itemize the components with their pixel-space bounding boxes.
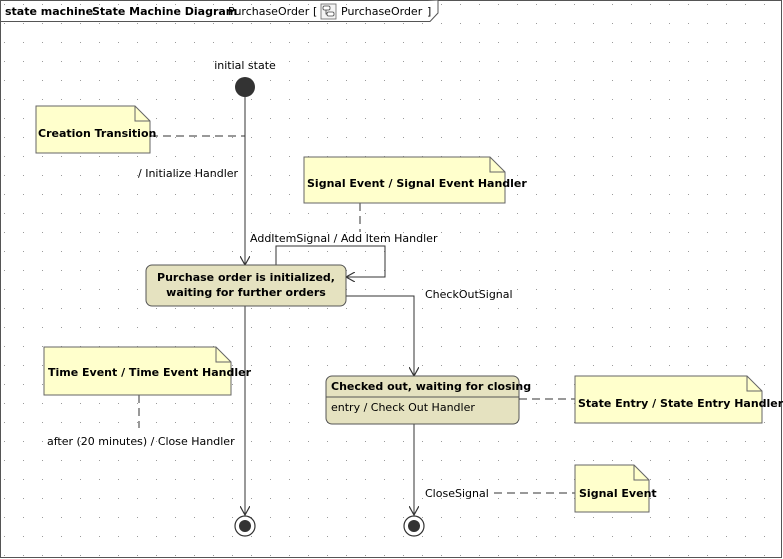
note-time-event-text: Time Event / Time Event Handler — [48, 366, 252, 379]
transition-add-item[interactable] — [275, 245, 386, 277]
frame-bracket-close: ] — [427, 5, 431, 18]
state-checked-out[interactable]: Checked out, waiting for closing entry /… — [325, 375, 531, 425]
state-initialized-line2: waiting for further orders — [166, 286, 326, 299]
state-checked-out-name: Checked out, waiting for closing — [331, 380, 531, 393]
frame-bracket-open: [ — [313, 5, 317, 18]
transition-initialize-label: / Initialize Handler — [138, 167, 239, 180]
note-signal-event-handler-text: Signal Event / Signal Event Handler — [307, 177, 527, 190]
note-signal-event-text: Signal Event — [579, 487, 657, 500]
transition-close-signal-label: CloseSignal — [425, 487, 489, 500]
note-state-entry[interactable]: State Entry / State Entry Handler — [574, 375, 783, 424]
note-signal-event-handler[interactable]: Signal Event / Signal Event Handler — [303, 156, 527, 204]
final-state-left[interactable] — [234, 515, 256, 537]
final-state-right[interactable] — [403, 515, 425, 537]
note-signal-event[interactable]: Signal Event — [574, 464, 657, 513]
initial-state-label: initial state — [214, 59, 276, 72]
transition-close-timeout-label: after (20 minutes) / Close Handler — [47, 435, 235, 448]
note-creation-transition[interactable]: Creation Transition — [35, 105, 156, 154]
frame-kind: state machine — [5, 5, 93, 18]
transition-check-out-label: CheckOutSignal — [425, 288, 513, 301]
note-creation-text: Creation Transition — [38, 127, 156, 140]
frame-diagram-type: State Machine Diagram — [92, 5, 237, 18]
state-initialized[interactable]: Purchase order is initialized, waiting f… — [145, 264, 347, 307]
transition-add-item-label: AddItemSignal / Add Item Handler — [250, 232, 438, 245]
state-initialized-line1: Purchase order is initialized, — [157, 271, 335, 284]
state-checked-out-entry: entry / Check Out Handler — [331, 401, 475, 414]
state-machine-icon — [320, 3, 337, 20]
initial-state-node[interactable] — [235, 77, 255, 97]
frame-context-name: PurchaseOrder — [341, 5, 423, 18]
transition-check-out[interactable] — [346, 295, 414, 376]
note-state-entry-text: State Entry / State Entry Handler — [578, 397, 783, 410]
frame-name: PurchaseOrder — [228, 5, 310, 18]
note-time-event[interactable]: Time Event / Time Event Handler — [43, 346, 252, 396]
